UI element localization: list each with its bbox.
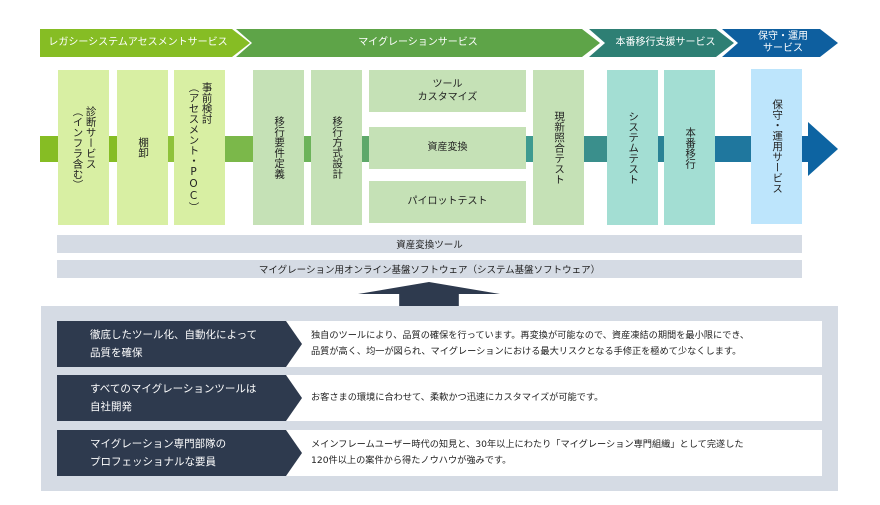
- step-migration-design: 移行方式設計: [311, 70, 362, 225]
- desc-line2: 品質が高く、均一が図られ、マイグレーションにおける最大リスクとなる手修正を極めて…: [311, 346, 742, 357]
- flow-bar-segment: [304, 136, 312, 162]
- phase-label: 本番移行支援サービス: [615, 37, 716, 48]
- phase-label: マイグレーションサービス: [358, 37, 478, 48]
- step-sublabel: （インフラ含む）: [71, 105, 84, 190]
- desc-line2: 120件以上の案件から得たノウハウが強みです。: [311, 455, 512, 466]
- strength-row: 独自のツールにより、品質の確保を行っています。再変換が可能なので、資産凍結の期間…: [57, 321, 822, 367]
- flow-bar-segment: [584, 136, 608, 162]
- step-label-line2: カスタマイズ: [417, 92, 478, 103]
- strength-title: すべてのマイグレーションツールは自社開発: [57, 375, 302, 421]
- step-label: ツール: [432, 78, 463, 90]
- step-text: 診断サービス （インフラ含む）: [70, 105, 97, 190]
- title-line1: マイグレーション専門部隊の: [90, 437, 227, 450]
- step-label: 移行要件定義: [273, 116, 286, 179]
- flow-bar-segment: [362, 136, 370, 162]
- phase-migration-service: マイグレーションサービス: [236, 29, 600, 57]
- step-diagnosis-service: 診断サービス （インフラ含む）: [58, 70, 109, 225]
- flow-bar-segment: [108, 136, 118, 162]
- flow-bar-segment: [657, 136, 665, 162]
- desc-line1: 独自のツールにより、品質の確保を行っています。再変換が可能なので、資産凍結の期間…: [311, 329, 750, 341]
- phase-label-line1: 保守・運用: [758, 31, 808, 42]
- title-line1: 徹底したツール化、自動化によって: [90, 328, 258, 341]
- step-comparison-test: 現新照合テスト: [533, 70, 584, 225]
- asset-conversion-tool-bar: 資産変換ツール: [57, 235, 802, 253]
- phase-assessment-service: レガシーシステムアセスメントサービス: [40, 29, 250, 57]
- tool-label: マイグレーション用オンライン基盤ソフトウェア（システム基盤ソフトウェア）: [258, 265, 601, 276]
- step-label: システムテスト: [627, 110, 640, 185]
- desc-line1: お客さまの環境に合わせて、柔軟かつ迅速にカスタマイズが可能です。: [311, 391, 604, 403]
- tool-label: 資産変換ツール: [396, 240, 463, 251]
- step-preliminary-study: 事前検討 （アセスメント・POC）: [174, 70, 225, 225]
- flow-bar-segment: [714, 136, 752, 162]
- step-label: 診断サービス: [84, 105, 97, 169]
- flow-bar-segment: [526, 136, 534, 162]
- step-asset-conversion: 資産変換: [369, 127, 526, 169]
- title-line2: 品質を確保: [90, 347, 143, 359]
- title-line2: 自社開発: [90, 401, 132, 413]
- strength-row: お客さまの環境に合わせて、柔軟かつ迅速にカスタマイズが可能です。 すべてのマイグ…: [57, 375, 822, 421]
- step-label: 事前検討: [200, 82, 213, 125]
- flow-bar-segment: [224, 136, 254, 162]
- strengths-panel: 独自のツールにより、品質の確保を行っています。再変換が可能なので、資産凍結の期間…: [41, 306, 838, 491]
- title-line1: すべてのマイグレーションツールは: [90, 382, 257, 395]
- step-tool-customize: ツールカスタマイズ: [369, 70, 526, 112]
- step-label: 保守・運用サービス: [771, 99, 784, 194]
- step-migration-requirements: 移行要件定義: [253, 70, 304, 225]
- step-inventory: 棚卸: [117, 70, 168, 225]
- step-pilot-test: パイロットテスト: [369, 181, 526, 223]
- flow-bar-segment: [40, 136, 60, 162]
- up-arrow-icon: [358, 282, 500, 306]
- title-line2: プロフェッショナルな要員: [90, 456, 216, 468]
- strength-title: マイグレーション専門部隊のプロフェッショナルな要員: [57, 430, 302, 476]
- step-label: 資産変換: [427, 142, 468, 154]
- step-label: 棚卸: [137, 137, 150, 158]
- step-label: パイロットテスト: [407, 196, 488, 208]
- step-sublabel: （アセスメント・POC）: [187, 82, 200, 213]
- step-text: 事前検討 （アセスメント・POC）: [186, 82, 213, 213]
- phase-label: レガシーシステムアセスメントサービス: [48, 37, 228, 48]
- step-system-test: システムテスト: [607, 70, 658, 225]
- phase-production-migration-service: 本番移行支援サービス: [589, 29, 734, 57]
- step-label: 現新照合テスト: [553, 110, 566, 185]
- step-label: 移行方式設計: [331, 116, 344, 179]
- step-production-migration: 本番移行: [664, 70, 715, 225]
- phase-label-line2: サービス: [763, 43, 803, 54]
- step-label: 本番移行: [684, 126, 697, 169]
- strength-title: 徹底したツール化、自動化によって品質を確保: [57, 321, 302, 367]
- middleware-bar: マイグレーション用オンライン基盤ソフトウェア（システム基盤ソフトウェア）: [57, 260, 802, 278]
- step-maintenance-service: 保守・運用サービス: [751, 69, 802, 224]
- flow-arrow-head-icon: [808, 122, 838, 176]
- phase-maintenance-service: 保守・運用 サービス: [722, 29, 838, 57]
- flow-bar-segment: [167, 136, 175, 162]
- desc-line1: メインフレームユーザー時代の知見と、30年以上にわたり「マイグレーション専門組織…: [311, 438, 744, 450]
- strength-row: メインフレームユーザー時代の知見と、30年以上にわたり「マイグレーション専門組織…: [57, 430, 822, 476]
